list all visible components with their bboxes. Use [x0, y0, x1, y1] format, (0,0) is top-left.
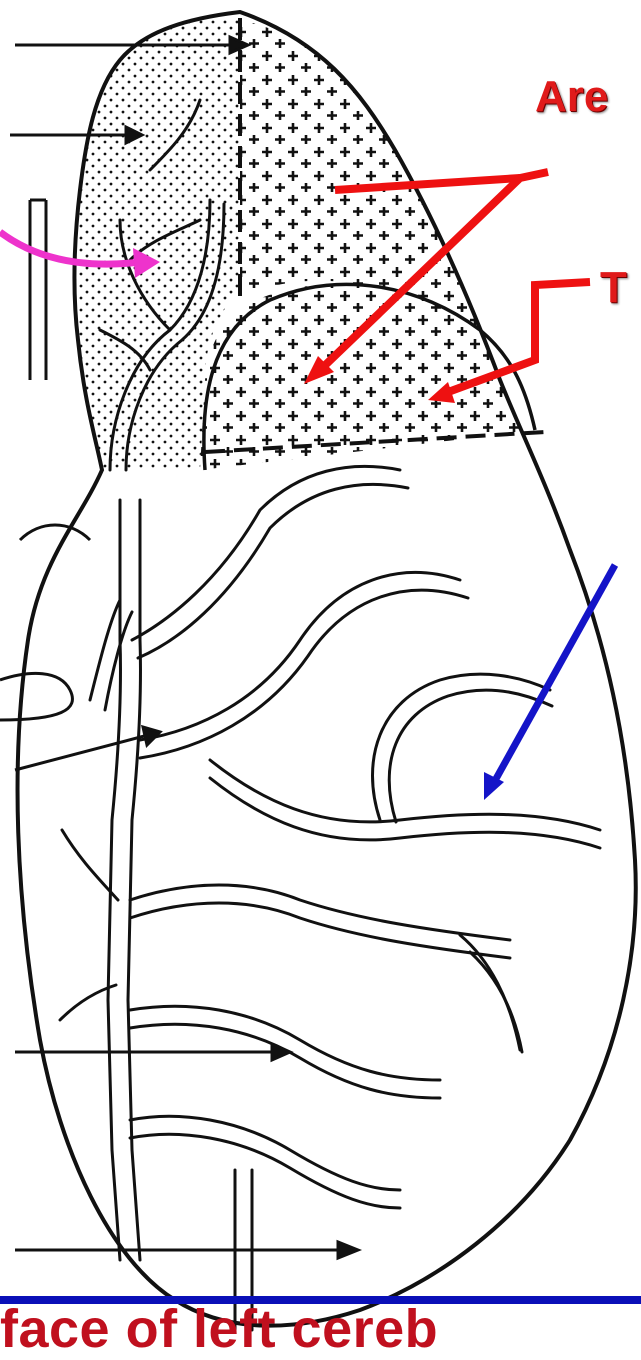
arrow-left-3 [15, 735, 148, 770]
plus-region-upper [240, 20, 500, 320]
blue-arrow [492, 565, 615, 786]
territory-label: T [600, 263, 627, 313]
area-label: Are [535, 72, 608, 122]
shaded-regions [70, 20, 540, 470]
figure-caption: face of left cereb [0, 1298, 438, 1360]
